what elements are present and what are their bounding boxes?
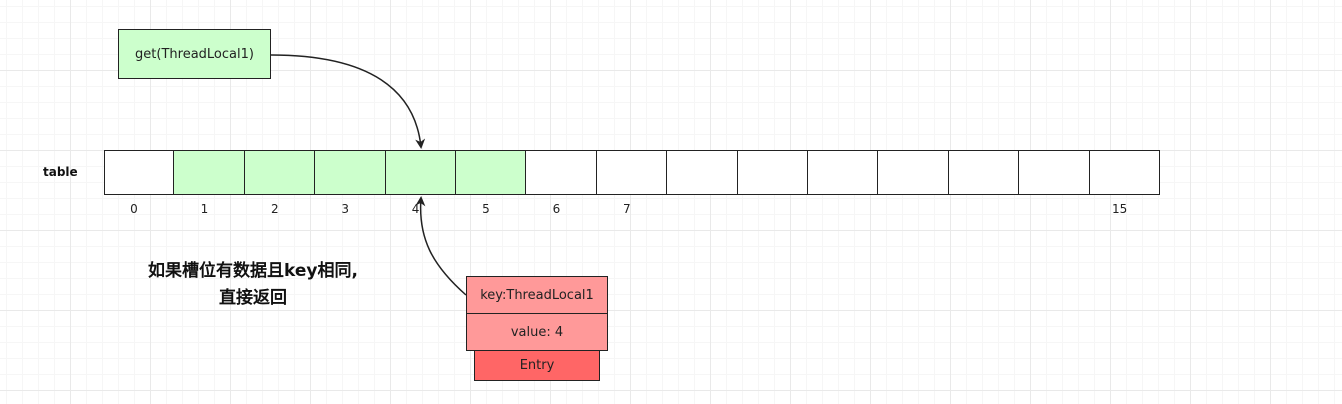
table-slot <box>243 150 316 195</box>
slot-index-label: 6 <box>552 202 561 216</box>
table-slot <box>877 150 949 195</box>
get-to-slot-arrow <box>270 54 426 149</box>
entry-label-box: Entry <box>474 350 600 381</box>
table-slot <box>1018 150 1090 195</box>
table-label: table <box>43 165 78 179</box>
slot-index-label: 1 <box>200 202 209 216</box>
entry-value-text: value: 4 <box>510 324 564 340</box>
table-slot <box>1088 150 1160 195</box>
slot-index-label: 3 <box>341 202 349 216</box>
table-slot <box>384 150 456 195</box>
table-slot <box>104 150 175 195</box>
explanation-note: 如果槽位有数据且key相同, 直接返回 <box>108 258 398 312</box>
slot-index-label: 15 <box>1111 202 1128 216</box>
entry-key-text: key:ThreadLocal1 <box>480 287 594 303</box>
table-slot <box>666 150 738 195</box>
slot-index-label: 0 <box>130 202 138 216</box>
slot-index-label: 4 <box>411 202 420 216</box>
table-slot <box>314 150 386 195</box>
note-line-1: 如果槽位有数据且key相同, <box>148 261 358 281</box>
table-slot <box>807 150 879 195</box>
slot-index-label: 2 <box>270 202 279 216</box>
entry-label-text: Entry <box>519 358 555 373</box>
table-slot <box>947 150 1020 195</box>
slot-index-label: 5 <box>482 202 490 216</box>
entry-value-box: value: 4 <box>466 313 608 351</box>
note-line-2: 直接返回 <box>219 288 287 308</box>
get-call-label: get(ThreadLocal1) <box>135 46 254 62</box>
table-slot <box>173 150 245 195</box>
entry-key-box: key:ThreadLocal1 <box>466 276 608 314</box>
table-slot <box>595 150 668 195</box>
table-slot <box>525 150 597 195</box>
table-slot <box>736 150 808 195</box>
table-slot <box>455 150 527 195</box>
get-call-box: get(ThreadLocal1) <box>118 29 271 79</box>
slot-index-label: 7 <box>622 202 631 216</box>
